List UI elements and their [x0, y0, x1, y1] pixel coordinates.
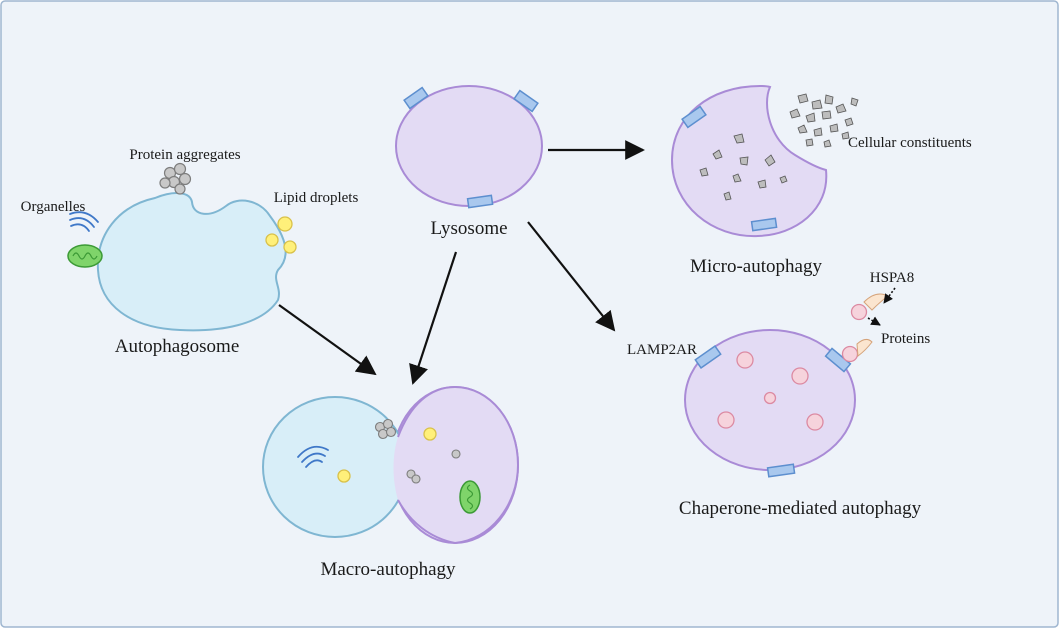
hspa8-arrow — [883, 287, 896, 304]
protein-aggregates — [159, 162, 192, 195]
hspa8-label: HSPA8 — [870, 270, 914, 286]
macro-autophagy-fusion — [262, 385, 520, 545]
cellular-constituents — [789, 93, 859, 148]
chaperone-mediated-label: Chaperone-mediated autophagy — [679, 498, 922, 519]
autophagosome-label: Autophagosome — [115, 336, 240, 357]
cellular-constituents-label: Cellular constituents — [848, 135, 972, 151]
proteins-label: Proteins — [881, 331, 930, 347]
organelles-label: Organelles — [21, 199, 86, 215]
lipid-droplets-label: Lipid droplets — [274, 190, 359, 206]
lysosome-membrane — [395, 85, 543, 207]
lipid-droplets — [265, 216, 297, 254]
fused-lysosome-front — [393, 387, 518, 543]
autophagosome-membrane — [96, 192, 287, 332]
arrow-lysosome-to-macro — [409, 251, 458, 385]
lysosome — [395, 85, 543, 209]
lysosome-receptor-bottom — [466, 194, 494, 209]
lysosome-receptor-left — [403, 86, 429, 110]
cma-lysosome — [684, 329, 856, 478]
protein-aggregates-label: Protein aggregates — [129, 147, 240, 163]
micro-lysosome-membrane — [670, 84, 828, 238]
lysosome-label: Lysosome — [430, 218, 507, 239]
fused-golgi-icon — [297, 445, 329, 468]
autophagosome — [96, 192, 287, 332]
lamp2ar-label: LAMP2AR — [627, 342, 697, 358]
lamp2ar-receptor-left — [694, 344, 722, 370]
micro-receptor-left — [681, 105, 707, 129]
micro-autophagy-lysosome — [670, 84, 828, 238]
micro-autophagy-label: Micro-autophagy — [690, 256, 822, 277]
cma-proteins-inside — [717, 351, 824, 431]
fused-lipid-droplet-left — [337, 469, 351, 483]
engulfed-fragments — [699, 133, 788, 201]
fused-protein-aggregates — [374, 418, 461, 484]
lysosome-receptor-right — [513, 89, 539, 113]
lamp2ar-receptor-right — [824, 347, 852, 373]
fused-lysosome-outline — [397, 385, 520, 545]
arrow-autophagosome-to-macro — [278, 304, 377, 376]
mitochondrion-icon — [67, 244, 103, 268]
golgi-icon — [69, 211, 99, 232]
micro-receptor-bottom — [750, 217, 778, 232]
arrow-lysosome-to-cma — [527, 221, 616, 332]
lamp2ar-receptor-bottom — [766, 463, 796, 478]
fused-lipid-droplet-right — [423, 427, 437, 441]
fused-mitochondrion-icon — [459, 480, 481, 514]
fused-autophagosome — [262, 396, 408, 538]
hspa8-complex-bound — [841, 338, 873, 363]
macro-autophagy-label: Macro-autophagy — [320, 559, 456, 580]
